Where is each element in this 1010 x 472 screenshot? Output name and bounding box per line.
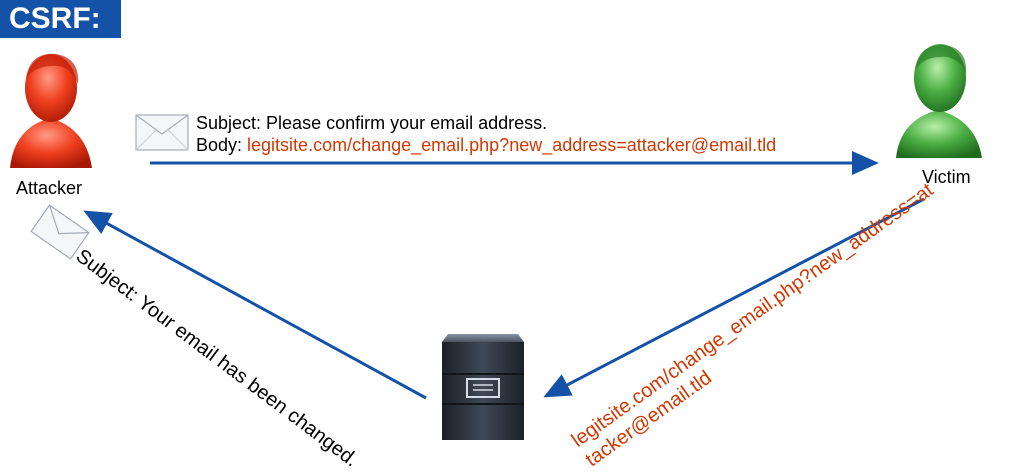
arrow-victim-to-server: [543, 197, 925, 398]
victim-label: Victim: [922, 167, 971, 187]
email-body: Body: legitsite.com/change_email.php?new…: [196, 134, 776, 156]
envelope-icon: [30, 204, 90, 260]
email-body-prefix: Body:: [196, 135, 248, 155]
victim-person-icon: [896, 44, 982, 158]
arrow-server-to-attacker: [83, 210, 427, 400]
envelope-icon: [135, 114, 189, 151]
diagram-canvas: [10, 44, 982, 440]
email-body-link: legitsite.com/change_email.php?new_addre…: [247, 135, 777, 155]
diagram-title: CSRF:: [9, 2, 101, 35]
title-box: CSRF:: [0, 0, 121, 38]
email-subject: Subject: Please confirm your email addre…: [196, 113, 548, 133]
attacker-person-icon: [10, 53, 92, 168]
server-icon: [442, 334, 524, 440]
attacker-label: Attacker: [16, 178, 83, 198]
